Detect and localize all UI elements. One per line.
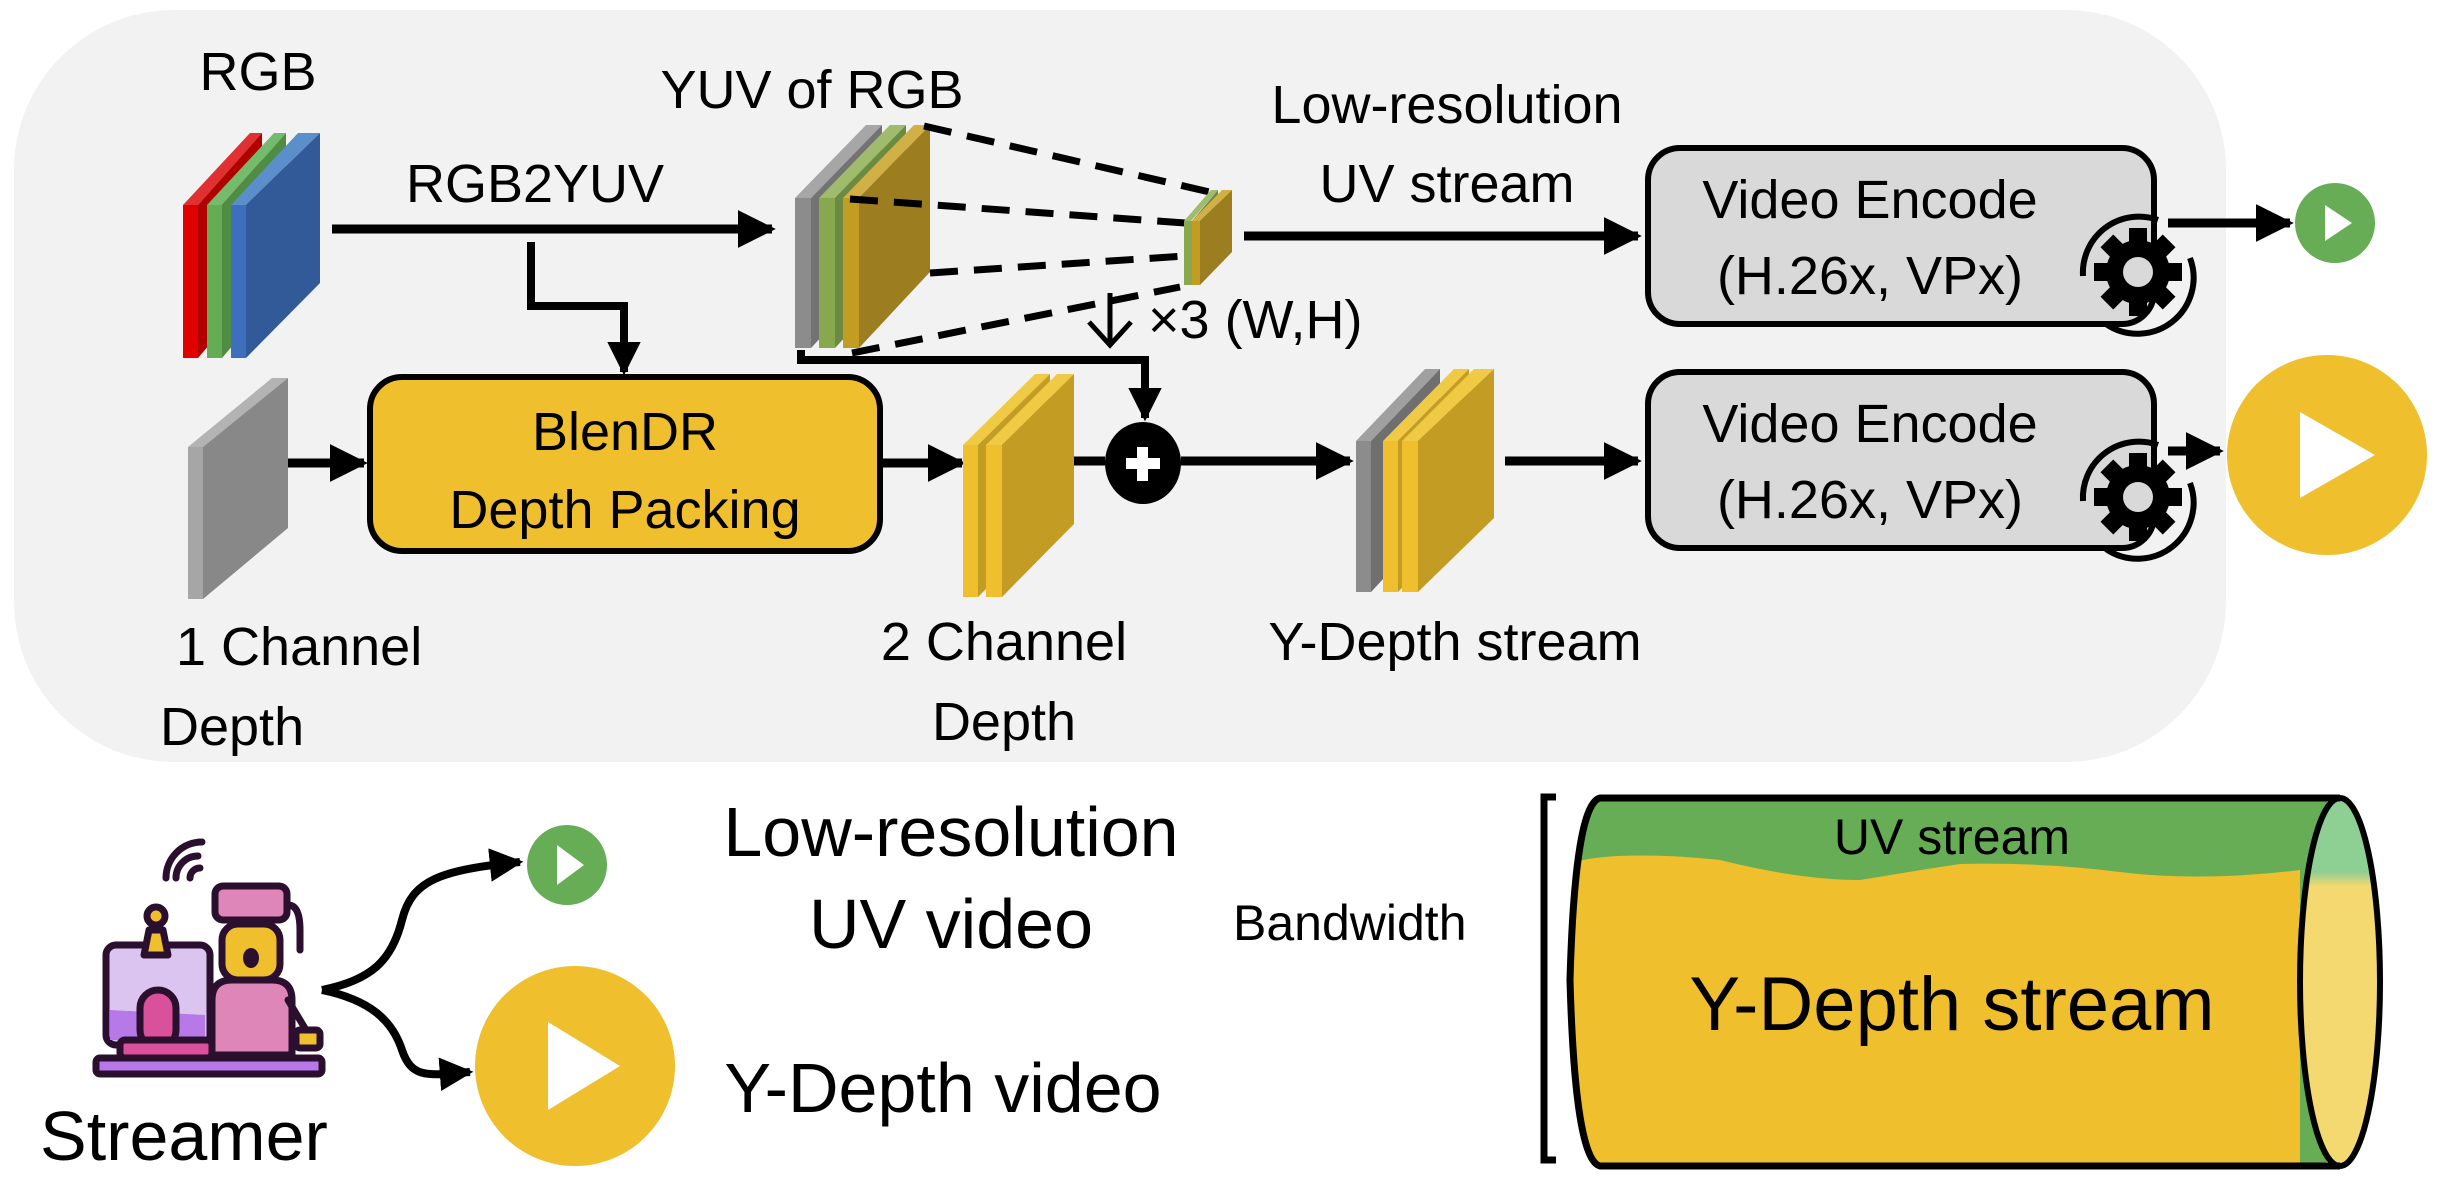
uv-video-label-line2: UV video <box>809 885 1093 963</box>
ydepth-stack-icon <box>1356 369 1494 592</box>
encoder-uv-label-line1: Video Encode <box>1702 170 2037 230</box>
rgb-label: RGB <box>199 42 316 102</box>
pipe-ydepth-label: Y-Depth stream <box>1689 962 2214 1047</box>
uv-small-stack-icon <box>1184 190 1232 285</box>
depth-input-icon <box>188 378 288 599</box>
yuv-label: YUV of RGB <box>660 60 963 120</box>
pipe-uv-label: UV stream <box>1834 809 2070 865</box>
downsample-label: ×3 (W,H) <box>1148 290 1363 350</box>
ydepth-stream-label: Y-Depth stream <box>1268 612 1641 672</box>
encoder-ydepth-label-line2: (H.26x, VPx) <box>1717 470 2023 530</box>
yuv-stack-icon <box>795 125 930 348</box>
downsample-projection-lines <box>849 122 1215 357</box>
uv-stream-label-line2: UV stream <box>1319 154 1574 214</box>
ydepth-video-label: Y-Depth video <box>724 1049 1161 1127</box>
depth-input-label-line1: 1 Channel <box>176 617 422 677</box>
gear-icon <box>2079 213 2197 337</box>
rgb2yuv-label: RGB2YUV <box>406 154 664 214</box>
bandwidth-bracket <box>1540 793 1556 1164</box>
ydepth-video-play-icon[interactable] <box>2227 355 2427 555</box>
rgb-stack-icon <box>183 133 320 358</box>
uv-stream-label-line1: Low-resolution <box>1271 75 1622 135</box>
streamer-to-ydepth-arrow <box>321 986 474 1092</box>
downsample-arrow-icon <box>1087 293 1133 349</box>
bandwidth-pipe <box>1566 794 2383 1170</box>
packing-label-line1: BlenDR <box>532 402 718 462</box>
packed-depth-icon <box>963 374 1074 597</box>
ydepth-video-play-icon[interactable] <box>475 966 675 1166</box>
packed-label-line1: 2 Channel <box>881 612 1127 672</box>
streamer-label: Streamer <box>40 1097 328 1175</box>
streamer-to-uv-arrow <box>321 848 524 994</box>
video-encoder-ydepth: Video Encode (H.26x, VPx) <box>1645 369 2157 551</box>
uv-video-play-icon[interactable] <box>527 825 607 905</box>
video-encoder-uv: Video Encode (H.26x, VPx) <box>1645 145 2157 327</box>
y-channel-connector <box>797 350 1162 422</box>
streamer-avatar-icon <box>92 838 326 1078</box>
encoder-ydepth-label-line1: Video Encode <box>1702 394 2037 454</box>
rgb-to-packing-connector <box>527 242 641 376</box>
bandwidth-label: Bandwidth <box>1233 895 1467 951</box>
packing-label-line2: Depth Packing <box>449 480 800 540</box>
encoder-uv-label-line2: (H.26x, VPx) <box>1717 246 2023 306</box>
combine-plus-icon <box>1105 422 1181 504</box>
ydepth-share-fill <box>1570 855 2300 1168</box>
depth-input-label-line2: Depth <box>160 697 304 757</box>
packed-label-line2: Depth <box>932 692 1076 752</box>
uv-video-label-line1: Low-resolution <box>723 793 1178 871</box>
gear-icon <box>2079 438 2197 562</box>
uv-video-play-icon[interactable] <box>2295 183 2375 263</box>
